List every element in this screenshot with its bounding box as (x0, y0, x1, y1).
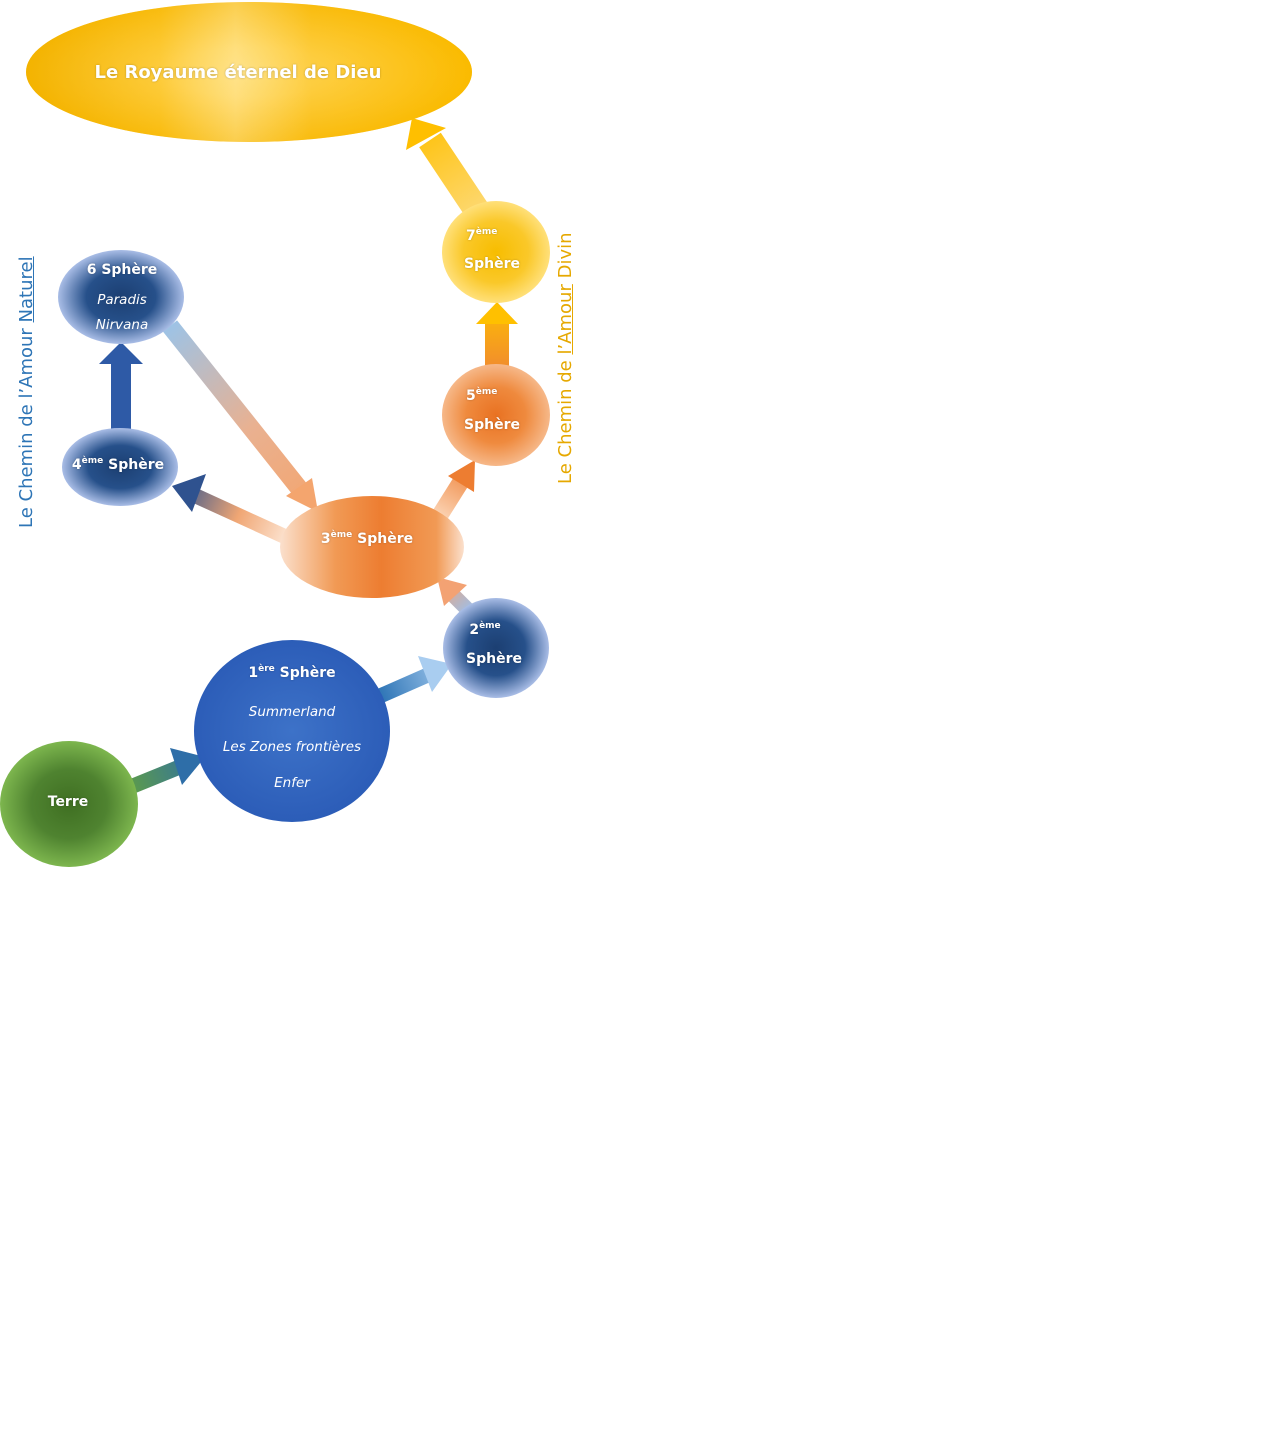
sphere3-word: Sphère (357, 531, 414, 547)
sphere1-sup: ère (258, 664, 275, 674)
sphere4-circle (62, 428, 178, 506)
sphere5-number-line: 5ème (466, 387, 516, 405)
sphere5-circle (442, 364, 550, 466)
sphere3-circle (280, 496, 464, 598)
natural-path-underlined: Naturel (16, 256, 37, 323)
sphere6-title: 6 Sphère (86, 262, 158, 278)
sphere1-number: 1 (248, 665, 259, 681)
sphere7-word: Sphère (464, 256, 520, 272)
natural-path-prefix: Le Chemin de l’Amour (16, 322, 37, 528)
sphere7-number-line: 7ème (466, 227, 516, 245)
sphere1-item-summerland: Summerland (248, 704, 336, 720)
sphere7-number: 7 (466, 228, 476, 244)
divine-path-suffix: Divin (555, 232, 576, 285)
arrow-sphere3-to-sphere4 (172, 474, 292, 545)
sphere2-circle (443, 598, 549, 698)
arrow-sphere1-to-sphere2 (376, 656, 452, 703)
sphere4-number: 4 (71, 457, 82, 473)
sphere2-number: 2 (469, 622, 480, 638)
divine-path-prefix: Le Chemin de (555, 354, 576, 484)
sphere3-title: 3ème Sphère (302, 530, 432, 548)
natural-path-label: Le Chemin de l’Amour Naturel (16, 256, 37, 528)
sphere5-word: Sphère (464, 417, 520, 433)
sphere1-word: Sphère (279, 665, 336, 681)
sphere1-item-enfer: Enfer (274, 775, 310, 791)
sphere6-item-paradis: Paradis (97, 292, 147, 308)
divine-path-label: Le Chemin de l’Amour Divin (555, 232, 576, 484)
arrow-sphere5-to-sphere7 (476, 302, 518, 372)
kingdom-label: Le Royaume éternel de Dieu (94, 62, 382, 83)
sphere6-circle (58, 250, 184, 344)
sphere1-circle (194, 640, 390, 822)
sphere4-word: Sphère (108, 457, 165, 473)
sphere1-title: 1ère Sphère (222, 664, 362, 682)
arrow-sphere3-to-sphere5 (432, 460, 475, 520)
arrow-terre-to-sphere1 (125, 748, 205, 795)
sphere3-sup: ème (330, 530, 353, 540)
divine-path-underlined: l’Amour (555, 284, 576, 355)
sphere2-number-line: 2ème (455, 621, 515, 639)
sphere6-item-nirvana: Nirvana (95, 317, 149, 333)
terre-circle (0, 741, 138, 867)
sphere7-circle (442, 201, 550, 303)
sphere7-sup: ème (475, 227, 498, 237)
arrow-sphere7-to-kingdom (406, 118, 489, 220)
sphere4-title: 4ème Sphère (58, 456, 178, 474)
sphere3-number: 3 (320, 531, 331, 547)
terre-label: Terre (47, 794, 89, 810)
sphere2-sup: ème (479, 621, 501, 631)
sphere2-word: Sphère (466, 651, 522, 667)
sphere1-item-zones: Les Zones frontières (222, 739, 362, 755)
sphere5-number: 5 (466, 388, 476, 404)
sphere4-sup: ème (81, 456, 104, 466)
arrow-sphere4-to-sphere6 (99, 342, 143, 432)
sphere5-sup: ème (475, 387, 498, 397)
arrow-sphere2-to-sphere3 (437, 577, 476, 618)
arrow-sphere6-to-sphere3 (162, 320, 318, 512)
